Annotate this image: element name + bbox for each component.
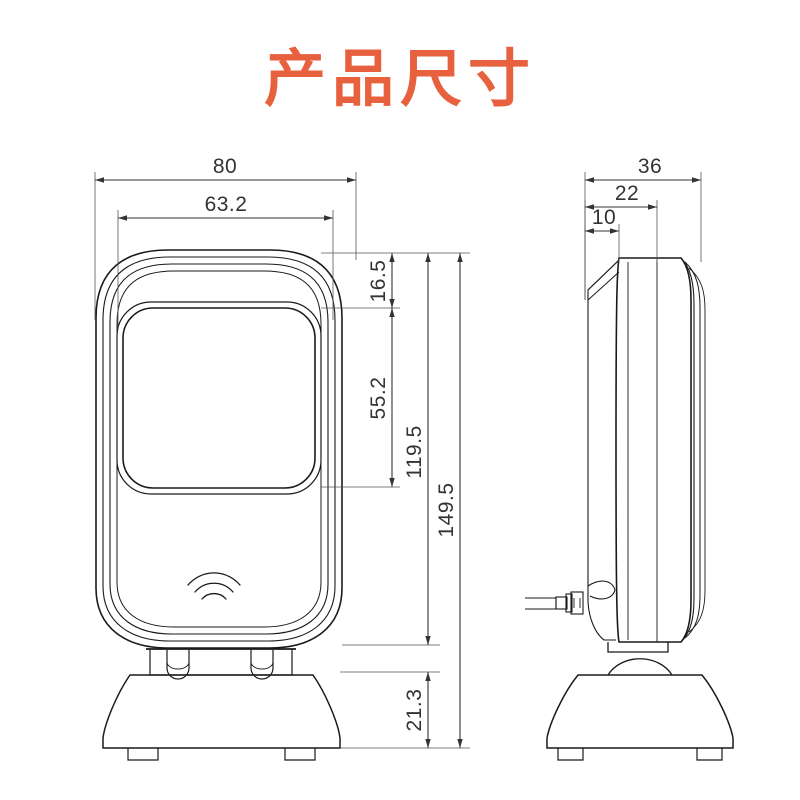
dim-label-149-5: 149.5 bbox=[435, 482, 458, 537]
side-outline-rear-3 bbox=[688, 267, 706, 633]
side-base-foot-right bbox=[696, 748, 723, 761]
dim-side-depth-body: 22 bbox=[585, 182, 657, 210]
page-title: 产品尺寸 bbox=[263, 42, 536, 115]
body-outline-1 bbox=[95, 249, 343, 649]
body-outline-2 bbox=[102, 256, 336, 642]
front-scan-window bbox=[116, 301, 322, 495]
dim-front-width-outer: 80 bbox=[95, 155, 356, 183]
dim-label-63-2: 63.2 bbox=[205, 193, 248, 216]
front-stand-base bbox=[102, 674, 341, 761]
scan-window-inner bbox=[122, 307, 316, 489]
dim-label-119-5: 119.5 bbox=[403, 425, 426, 479]
dim-front-bezel-top: 16.5 bbox=[367, 253, 395, 308]
front-extension-lines bbox=[94, 172, 470, 749]
front-view-group: 80 63.2 16.5 55.2 119.5 bbox=[94, 155, 470, 761]
scan-window-outer bbox=[116, 301, 322, 495]
base-foot-left bbox=[127, 748, 159, 761]
front-mount-pegs bbox=[166, 650, 274, 680]
mount-peg-left bbox=[166, 650, 190, 680]
side-base-foot-left bbox=[557, 748, 584, 761]
dim-front-width-inner: 63.2 bbox=[118, 193, 333, 221]
dim-label-16-5: 16.5 bbox=[367, 260, 390, 303]
dim-front-total-height: 149.5 bbox=[435, 253, 463, 748]
side-front-shell bbox=[587, 292, 616, 641]
front-scanner-body bbox=[95, 249, 343, 649]
dim-front-window-height: 55.2 bbox=[367, 308, 395, 487]
mount-peg-right bbox=[250, 650, 274, 680]
dim-label-55-2: 55.2 bbox=[367, 377, 390, 420]
dim-label-22: 22 bbox=[615, 182, 639, 205]
dim-front-base-height: 21.3 bbox=[403, 672, 431, 748]
side-outline-front bbox=[615, 257, 692, 643]
dim-label-10: 10 bbox=[592, 206, 616, 229]
dim-label-21-3: 21.3 bbox=[403, 689, 426, 732]
dim-label-36: 36 bbox=[638, 155, 662, 178]
side-outline-rear-2 bbox=[684, 261, 701, 639]
cable-connector bbox=[525, 580, 616, 615]
wave-icon bbox=[187, 572, 241, 600]
side-outline-rear-1 bbox=[680, 257, 695, 643]
body-outline-3 bbox=[109, 263, 329, 635]
dim-front-body-height: 119.5 bbox=[403, 253, 431, 645]
dim-side-depth-front: 10 bbox=[585, 206, 619, 234]
side-stand-base bbox=[546, 674, 734, 761]
dim-side-depth-outer: 36 bbox=[585, 155, 701, 183]
side-top-chamfer bbox=[587, 259, 620, 302]
side-ball-joint bbox=[607, 642, 673, 676]
side-view-group: 36 22 10 bbox=[525, 155, 734, 761]
dim-label-80: 80 bbox=[213, 155, 237, 178]
side-scanner-body bbox=[615, 257, 706, 643]
side-extension-lines bbox=[584, 172, 702, 300]
base-foot-right bbox=[284, 748, 316, 761]
body-outline-4 bbox=[116, 270, 322, 628]
